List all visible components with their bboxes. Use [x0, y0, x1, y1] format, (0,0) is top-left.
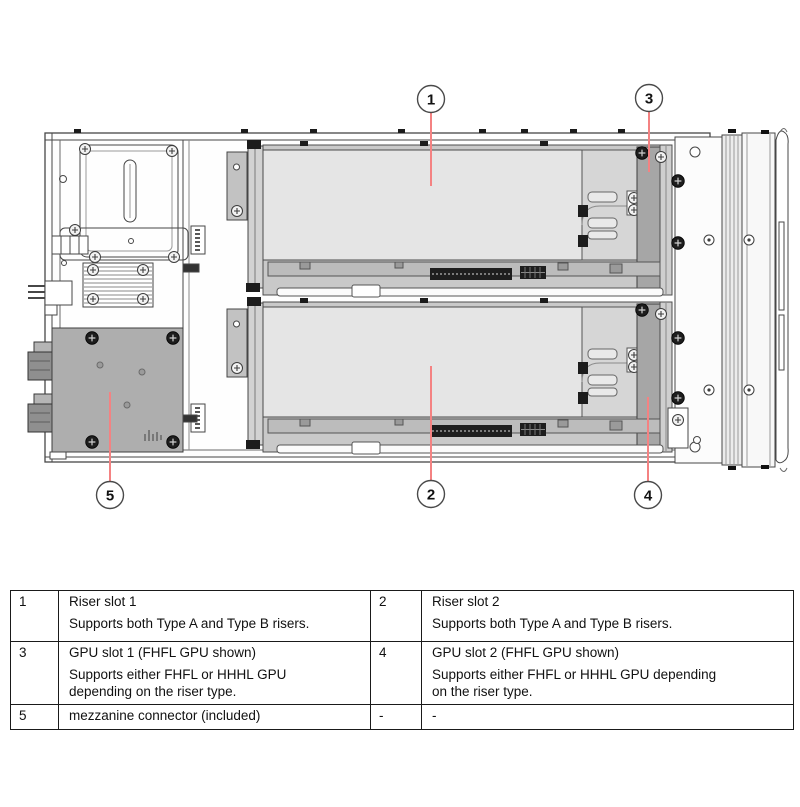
- item-body: Supports either FHFL or HHHL GPU dependi…: [69, 667, 287, 699]
- svg-text:4: 4: [644, 488, 653, 505]
- heatsink: [82, 262, 154, 308]
- item-title: GPU slot 2 (FHFL GPU shown): [432, 645, 620, 660]
- leader-lines: [109, 111, 650, 482]
- item-number: 3: [19, 645, 27, 660]
- callout-4: 4: [633, 480, 663, 510]
- mezzanine-plate: [51, 327, 184, 453]
- legend-cell-desc: GPU slot 1 (FHFL GPU shown) Supports eit…: [59, 641, 371, 705]
- rear-rail: [721, 134, 743, 466]
- svg-text:2: 2: [427, 487, 435, 504]
- legend-cell-number: 1: [11, 591, 59, 641]
- item-number: 2: [379, 594, 387, 609]
- rear-panel: [667, 128, 789, 472]
- rear-gasket: [775, 128, 789, 472]
- legend-cell-desc: -: [422, 704, 793, 728]
- chassis-top-view: 1 3 2 4 5: [27, 83, 789, 510]
- item-number: 5: [19, 708, 27, 724]
- mezzanine-connector: [27, 327, 184, 460]
- board-pin-headers: [182, 225, 206, 433]
- callout-2: 2: [416, 479, 446, 509]
- callout-1: 1: [416, 84, 446, 114]
- legend-cell-desc: Riser slot 1 Supports both Type A and Ty…: [59, 591, 371, 641]
- legend-cell-desc: mezzanine connector (included): [59, 704, 371, 729]
- svg-text:1: 1: [427, 92, 435, 109]
- callout-3: 3: [634, 83, 664, 113]
- vent-grille-icon: [144, 430, 162, 441]
- motherboard-area: [28, 144, 189, 316]
- item-body: Supports both Type A and Type B risers.: [69, 616, 310, 632]
- legend-cell-number: 4: [371, 641, 422, 705]
- legend-cell-desc: GPU slot 2 (FHFL GPU shown) Supports eit…: [422, 641, 793, 704]
- legend-cell-number: 5: [11, 704, 59, 729]
- item-body: Supports either FHFL or HHHL GPU dependi…: [432, 667, 717, 699]
- item-number: 1: [19, 594, 27, 609]
- hardware-diagram: 1 3 2 4 5: [27, 83, 789, 510]
- legend-cell-number: 2: [371, 591, 422, 641]
- item-title: Riser slot 1: [69, 594, 137, 609]
- riser-assembly-1: [227, 140, 672, 297]
- svg-text:3: 3: [645, 91, 653, 108]
- callout-5: 5: [95, 480, 125, 510]
- legend-table: 1 Riser slot 1 Supports both Type A and …: [10, 590, 794, 730]
- item-body: Supports both Type A and Type B risers.: [432, 616, 673, 632]
- item-number: -: [379, 708, 384, 724]
- legend-cell-number: 3: [11, 641, 59, 705]
- item-title: GPU slot 1 (FHFL GPU shown): [69, 645, 257, 660]
- svg-text:5: 5: [106, 488, 114, 505]
- item-title: mezzanine connector (included): [69, 708, 261, 724]
- item-title: -: [432, 708, 437, 724]
- legend-cell-desc: Riser slot 2 Supports both Type A and Ty…: [422, 591, 793, 641]
- item-title: Riser slot 2: [432, 594, 500, 609]
- riser-assembly-2: [227, 297, 672, 454]
- legend-cell-number: -: [371, 704, 422, 729]
- item-number: 4: [379, 645, 387, 660]
- callouts: 1 3 2 4 5: [95, 83, 664, 510]
